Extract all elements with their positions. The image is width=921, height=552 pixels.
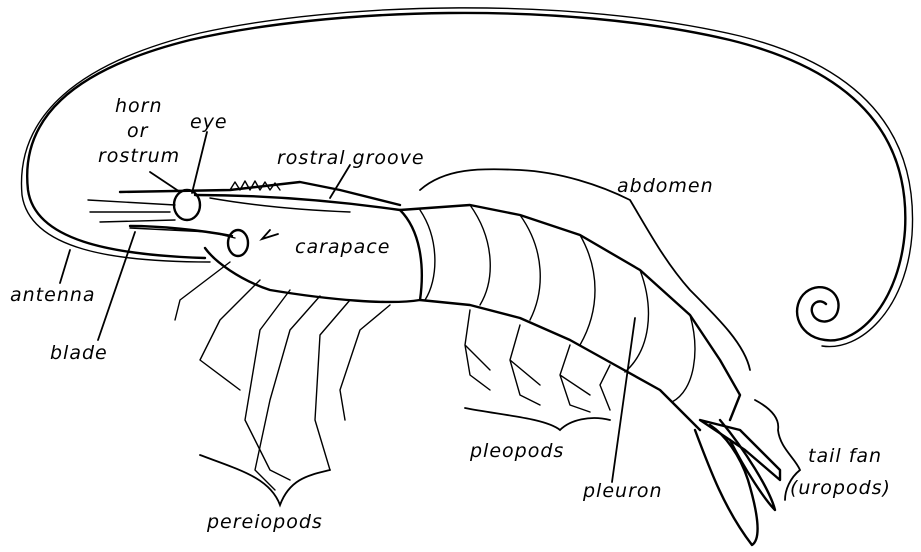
pereiopod-1 [175, 262, 230, 320]
rostrum [120, 182, 400, 205]
label-horn: horn [115, 95, 163, 117]
label-antenna: antenna [10, 284, 96, 306]
label-blade: blade [50, 342, 108, 364]
antennal-base [228, 230, 248, 256]
segment-2 [470, 205, 490, 305]
label-eye: eye [190, 111, 228, 133]
horn-leader [150, 172, 180, 192]
label-pleuron: pleuron [582, 480, 663, 502]
pereiopod-2 [200, 280, 260, 390]
abdomen-dorsal [400, 205, 740, 420]
pleopod-4 [600, 365, 610, 410]
segment-4 [580, 235, 595, 345]
label-or: or [127, 120, 149, 142]
uropod-outer [695, 425, 758, 545]
segment-5 [625, 270, 648, 372]
rostral-groove-leader [330, 165, 350, 198]
antenna-loop [27, 13, 905, 340]
label-rostral-groove: rostral groove [277, 147, 425, 169]
label-tail-fan: tail fan [808, 445, 882, 467]
label-pereiopods: pereiopods [206, 511, 323, 533]
carapace-leader [262, 230, 278, 239]
pereiopod-6 [340, 305, 390, 420]
abdomen-ventral [420, 300, 700, 430]
pereiopod-5 [315, 300, 350, 470]
abdomen-bracket [420, 169, 750, 370]
carapace-groove [210, 198, 350, 212]
label-rostrum: rostrum [98, 145, 180, 167]
segment-3 [520, 215, 540, 320]
label-carapace: carapace [295, 236, 390, 258]
pleopod-3 [560, 345, 590, 412]
pleopod-1 [465, 310, 490, 390]
eye-leader [192, 132, 207, 193]
pereiopod-3 [245, 290, 290, 480]
uropod-inner [720, 420, 775, 510]
label-pleopods: pleopods [469, 440, 564, 462]
antenna-loop-inner [21, 8, 912, 347]
label-abdomen: abdomen [617, 175, 714, 197]
antenna-leader [60, 250, 70, 283]
segment-6 [672, 315, 695, 402]
pleuron-leader [612, 318, 635, 482]
pleopod-2 [510, 325, 540, 405]
label-uropods: (uropods) [790, 477, 891, 499]
